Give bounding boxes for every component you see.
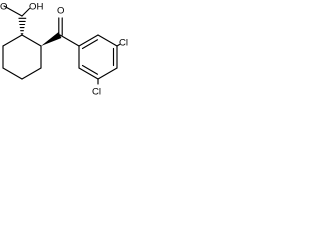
aryl-double-bond-3 [81,64,99,75]
chlorine-bottom-label: Cl [92,87,101,98]
hydroxyl-label: OH [29,2,43,13]
wedge-stereo-bond [41,32,62,46]
carboxyl-oxygen-label: O [0,2,7,13]
ring-bond-3 [21,67,42,80]
hashed-stereo-bond [18,17,27,35]
aryl-double-bond-1 [81,39,99,50]
chlorine-top-bond [116,43,121,47]
carboxyl-c-o-bond [3,5,23,17]
molecule-structure-diagram: O OH O Cl Cl [0,2,128,98]
ring-bond-1 [21,34,42,47]
ring-bond-4 [2,67,23,80]
aryl-bond-2 [97,34,118,47]
aryl-bond-1 [78,34,99,47]
carboxyl-c-oh-bond [21,7,31,17]
ketone-to-aryl-bond [59,34,80,47]
ring-bond-6 [2,34,23,47]
chlorine-top-label: Cl [119,38,128,49]
aryl-bond-5 [78,67,99,80]
ketone-oxygen-label: O [57,6,64,17]
aryl-bond-4 [97,67,118,80]
